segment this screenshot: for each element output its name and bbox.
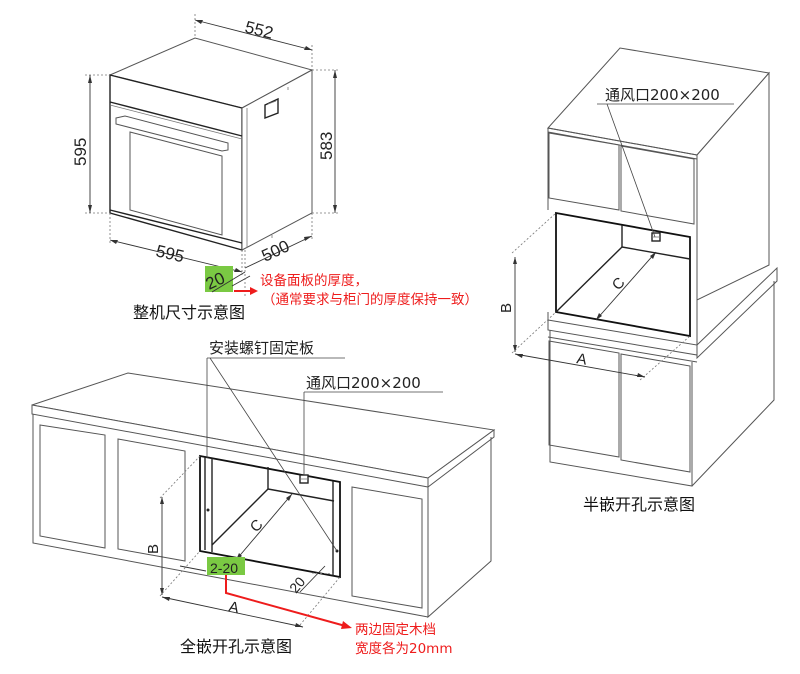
full-vent-label: 通风口200×200 bbox=[306, 374, 421, 392]
dim-583-height: 583 bbox=[317, 132, 336, 160]
dim-500-depth: 500 bbox=[259, 236, 293, 265]
half-dim-b: B bbox=[498, 303, 515, 313]
full-gap-label: 2-20 bbox=[210, 560, 238, 576]
half-vent-label: 通风口200×200 bbox=[605, 86, 720, 104]
half-embedded-drawing: C B A 通风口200×200 半嵌开孔示意图 bbox=[498, 47, 778, 514]
panel-thickness-note-2: （通常要求与柜门的厚度保持一致） bbox=[262, 292, 478, 308]
half-embedded-caption: 半嵌开孔示意图 bbox=[583, 495, 695, 514]
screw-plate-label: 安装螺钉固定板 bbox=[209, 339, 314, 357]
side-strip-highlight bbox=[207, 557, 245, 575]
panel-thickness-note-1: 设备面板的厚度， bbox=[260, 272, 368, 289]
side-strip-note-1: 两边固定木档 bbox=[355, 622, 436, 638]
full-embedded-caption: 全嵌开孔示意图 bbox=[180, 637, 292, 656]
oven-drawing: 552 595 583 595 500 20 bbox=[71, 14, 478, 322]
dim-595-width: 595 bbox=[154, 241, 186, 266]
full-embedded-drawing: C 2-20 20 B A 安装螺钉固定板 通风口200×200 两边 bbox=[31, 339, 496, 657]
full-side-width: 20 bbox=[286, 574, 308, 596]
dim-595-height: 595 bbox=[71, 138, 90, 166]
dim-552: 552 bbox=[243, 17, 275, 42]
side-strip-note-2: 宽度各为20mm bbox=[355, 640, 452, 657]
full-dim-a: A bbox=[227, 598, 240, 617]
full-dim-b: B bbox=[145, 544, 162, 554]
half-dim-a: A bbox=[575, 350, 588, 368]
oven-dimensions-caption: 整机尺寸示意图 bbox=[133, 303, 245, 322]
